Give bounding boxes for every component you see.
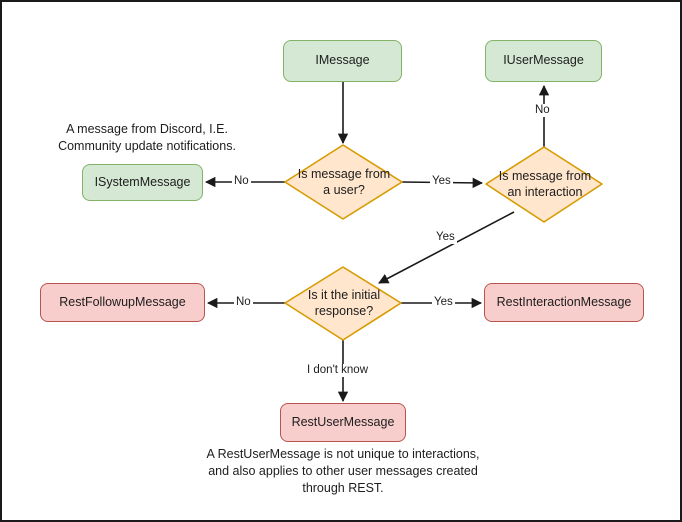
diamond-is-it-the-initial-response[interactable] <box>284 266 402 341</box>
node-isystemmessage-label: ISystemMessage <box>94 174 191 189</box>
note-system-message: A message from Discord, I.E. Community u… <box>58 122 236 153</box>
node-restusermessage-label: RestUserMessage <box>291 414 395 429</box>
note-rest-user-message: A RestUserMessage is not unique to inter… <box>206 447 480 495</box>
edge-interaction-question-to-initial-question <box>378 211 515 284</box>
edge-label-initial-unknown: I don't know <box>305 364 371 377</box>
diamond-is-message-from-an-interaction[interactable] <box>485 146 603 223</box>
node-restfollowupmessage[interactable]: RestFollowupMessage <box>40 283 205 322</box>
node-imessage[interactable]: IMessage <box>283 40 402 82</box>
diamond-is-message-from-a-user[interactable] <box>284 144 403 220</box>
node-restinteractionmessage-label: RestInteractionMessage <box>496 294 632 309</box>
edge-label-initial-yes: Yes <box>432 296 455 309</box>
edge-label-interaction-no: No <box>533 104 552 117</box>
edge-label-initial-no: No <box>234 296 253 309</box>
edge-label-user-yes: Yes <box>430 175 453 188</box>
node-iusermessage[interactable]: IUserMessage <box>485 40 602 82</box>
node-restfollowupmessage-label: RestFollowupMessage <box>59 294 186 309</box>
node-iusermessage-label: IUserMessage <box>503 53 584 68</box>
node-restusermessage[interactable]: RestUserMessage <box>280 403 406 442</box>
edge-label-interaction-yes: Yes <box>434 231 457 244</box>
edge-label-user-no: No <box>232 175 251 188</box>
node-imessage-label: IMessage <box>315 53 370 68</box>
node-restinteractionmessage[interactable]: RestInteractionMessage <box>484 283 644 322</box>
node-isystemmessage[interactable]: ISystemMessage <box>82 164 203 201</box>
